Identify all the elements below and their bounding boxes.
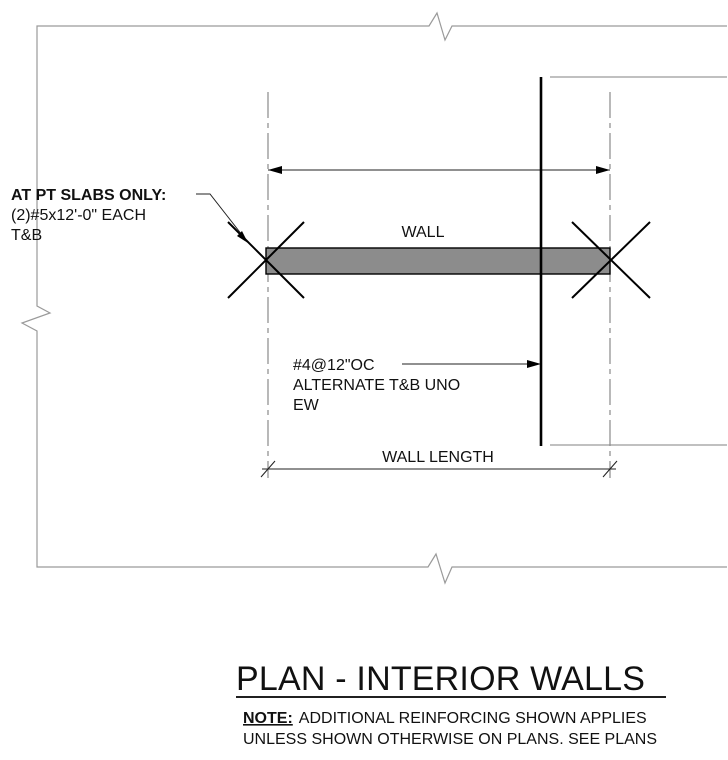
pt-slab-callout-line2: T&B <box>11 227 42 244</box>
pt-slab-callout-heading: AT PT SLABS ONLY: <box>11 187 166 204</box>
wall-label: WALL <box>402 224 445 241</box>
note-line1-text: ADDITIONAL REINFORCING SHOWN APPLIES <box>299 710 647 727</box>
note-line2: UNLESS SHOWN OTHERWISE ON PLANS. SEE PLA… <box>243 731 657 748</box>
right-x-mark <box>571 221 651 299</box>
wall-bar <box>265 247 611 275</box>
page-title: PLAN - INTERIOR WALLS <box>236 660 645 698</box>
top-dimension-arrow-right <box>596 166 610 174</box>
rebar-callout-line1: #4@12"OC <box>293 357 375 374</box>
top-dimension-arrow-left <box>268 166 282 174</box>
wall-length-label: WALL LENGTH <box>382 449 494 466</box>
slab-boundary <box>20 11 727 585</box>
intersecting-wall-outline <box>550 76 727 446</box>
pt-slab-leader <box>196 193 247 241</box>
rebar-callout-line3: EW <box>293 397 320 414</box>
note-key: NOTE: <box>243 710 293 727</box>
wall-length-tick-right <box>602 460 618 478</box>
rebar-leader-arrow <box>527 360 541 368</box>
pt-slab-leader-arrow <box>237 231 248 243</box>
note-line1: NOTE: ADDITIONAL REINFORCING SHOWN APPLIE… <box>243 710 647 727</box>
pt-slab-callout-line1: (2)#5x12'-0" EACH <box>11 207 146 224</box>
rebar-callout-line2: ALTERNATE T&B UNO <box>293 377 460 394</box>
wall-length-tick-left <box>260 460 276 478</box>
